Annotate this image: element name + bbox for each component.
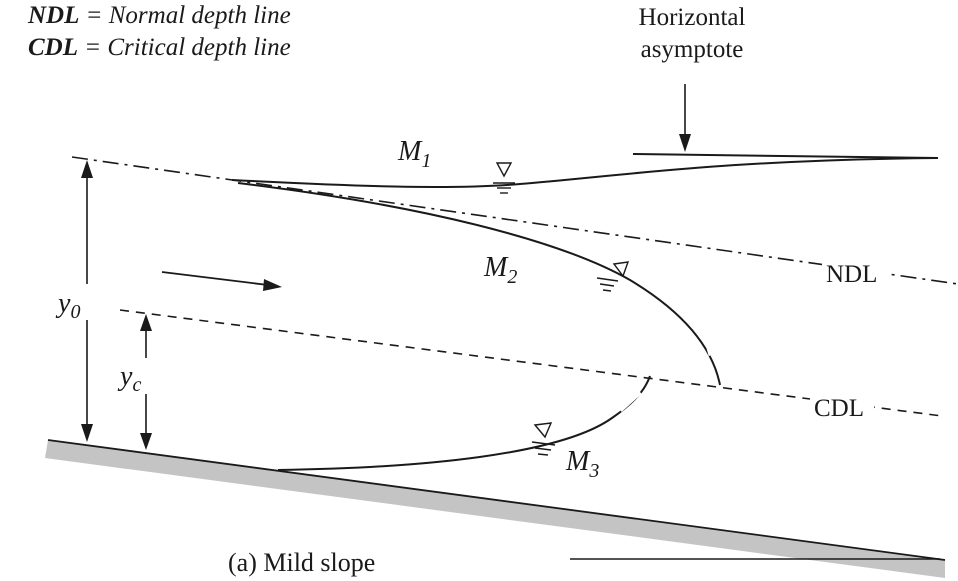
m2-label: M2 [483, 252, 517, 288]
critical-depth-line [119, 309, 943, 417]
legend-cdl-abbr: CDL [28, 34, 78, 61]
m3-label: M3 [565, 446, 599, 482]
asymptote-arrow-head [679, 134, 691, 152]
yc-arrow-bottom [140, 433, 152, 450]
yc-label: yc [117, 361, 141, 396]
channel-bed [45, 440, 945, 578]
horizontal-asymptote [632, 153, 939, 159]
legend-ndl-abbr: NDL [28, 2, 80, 29]
channel-bed-surface [47, 439, 946, 561]
yc-arrow-top [140, 314, 152, 331]
asymptote-label: Horizontal asymptote [612, 2, 772, 66]
legend: NDL = Normal depth line CDL = Critical d… [28, 0, 291, 64]
m3-profile-curve [277, 375, 651, 471]
normal-depth-line [71, 156, 958, 285]
m2-profile-curve [237, 182, 721, 386]
y0-label: y0 [55, 288, 80, 323]
figure-caption: (a) Mild slope [228, 548, 376, 577]
flow-direction-arrow-shaft [161, 271, 269, 286]
y0-arrow-top [81, 160, 93, 178]
water-surface-symbol [596, 261, 630, 292]
m1-label: M1 [397, 136, 431, 172]
m1-profile-curve [231, 157, 939, 188]
water-surface-symbol [493, 162, 515, 194]
m3-dashed-gap [618, 390, 642, 412]
legend-ndl: NDL = Normal depth line [28, 0, 291, 32]
water-surface-symbol [531, 422, 556, 456]
flow-direction-arrow-head [263, 279, 282, 291]
cdl-label: CDL [814, 395, 864, 422]
legend-ndl-desc: = Normal depth line [85, 2, 291, 29]
legend-cdl: CDL = Critical depth line [28, 32, 291, 64]
ndl-label: NDL [826, 261, 877, 288]
y0-arrow-bottom [81, 424, 93, 442]
asymptote-label-line1: Horizontal [638, 4, 746, 31]
asymptote-label-line2: asymptote [640, 36, 744, 63]
legend-cdl-desc: = Critical depth line [84, 34, 291, 61]
